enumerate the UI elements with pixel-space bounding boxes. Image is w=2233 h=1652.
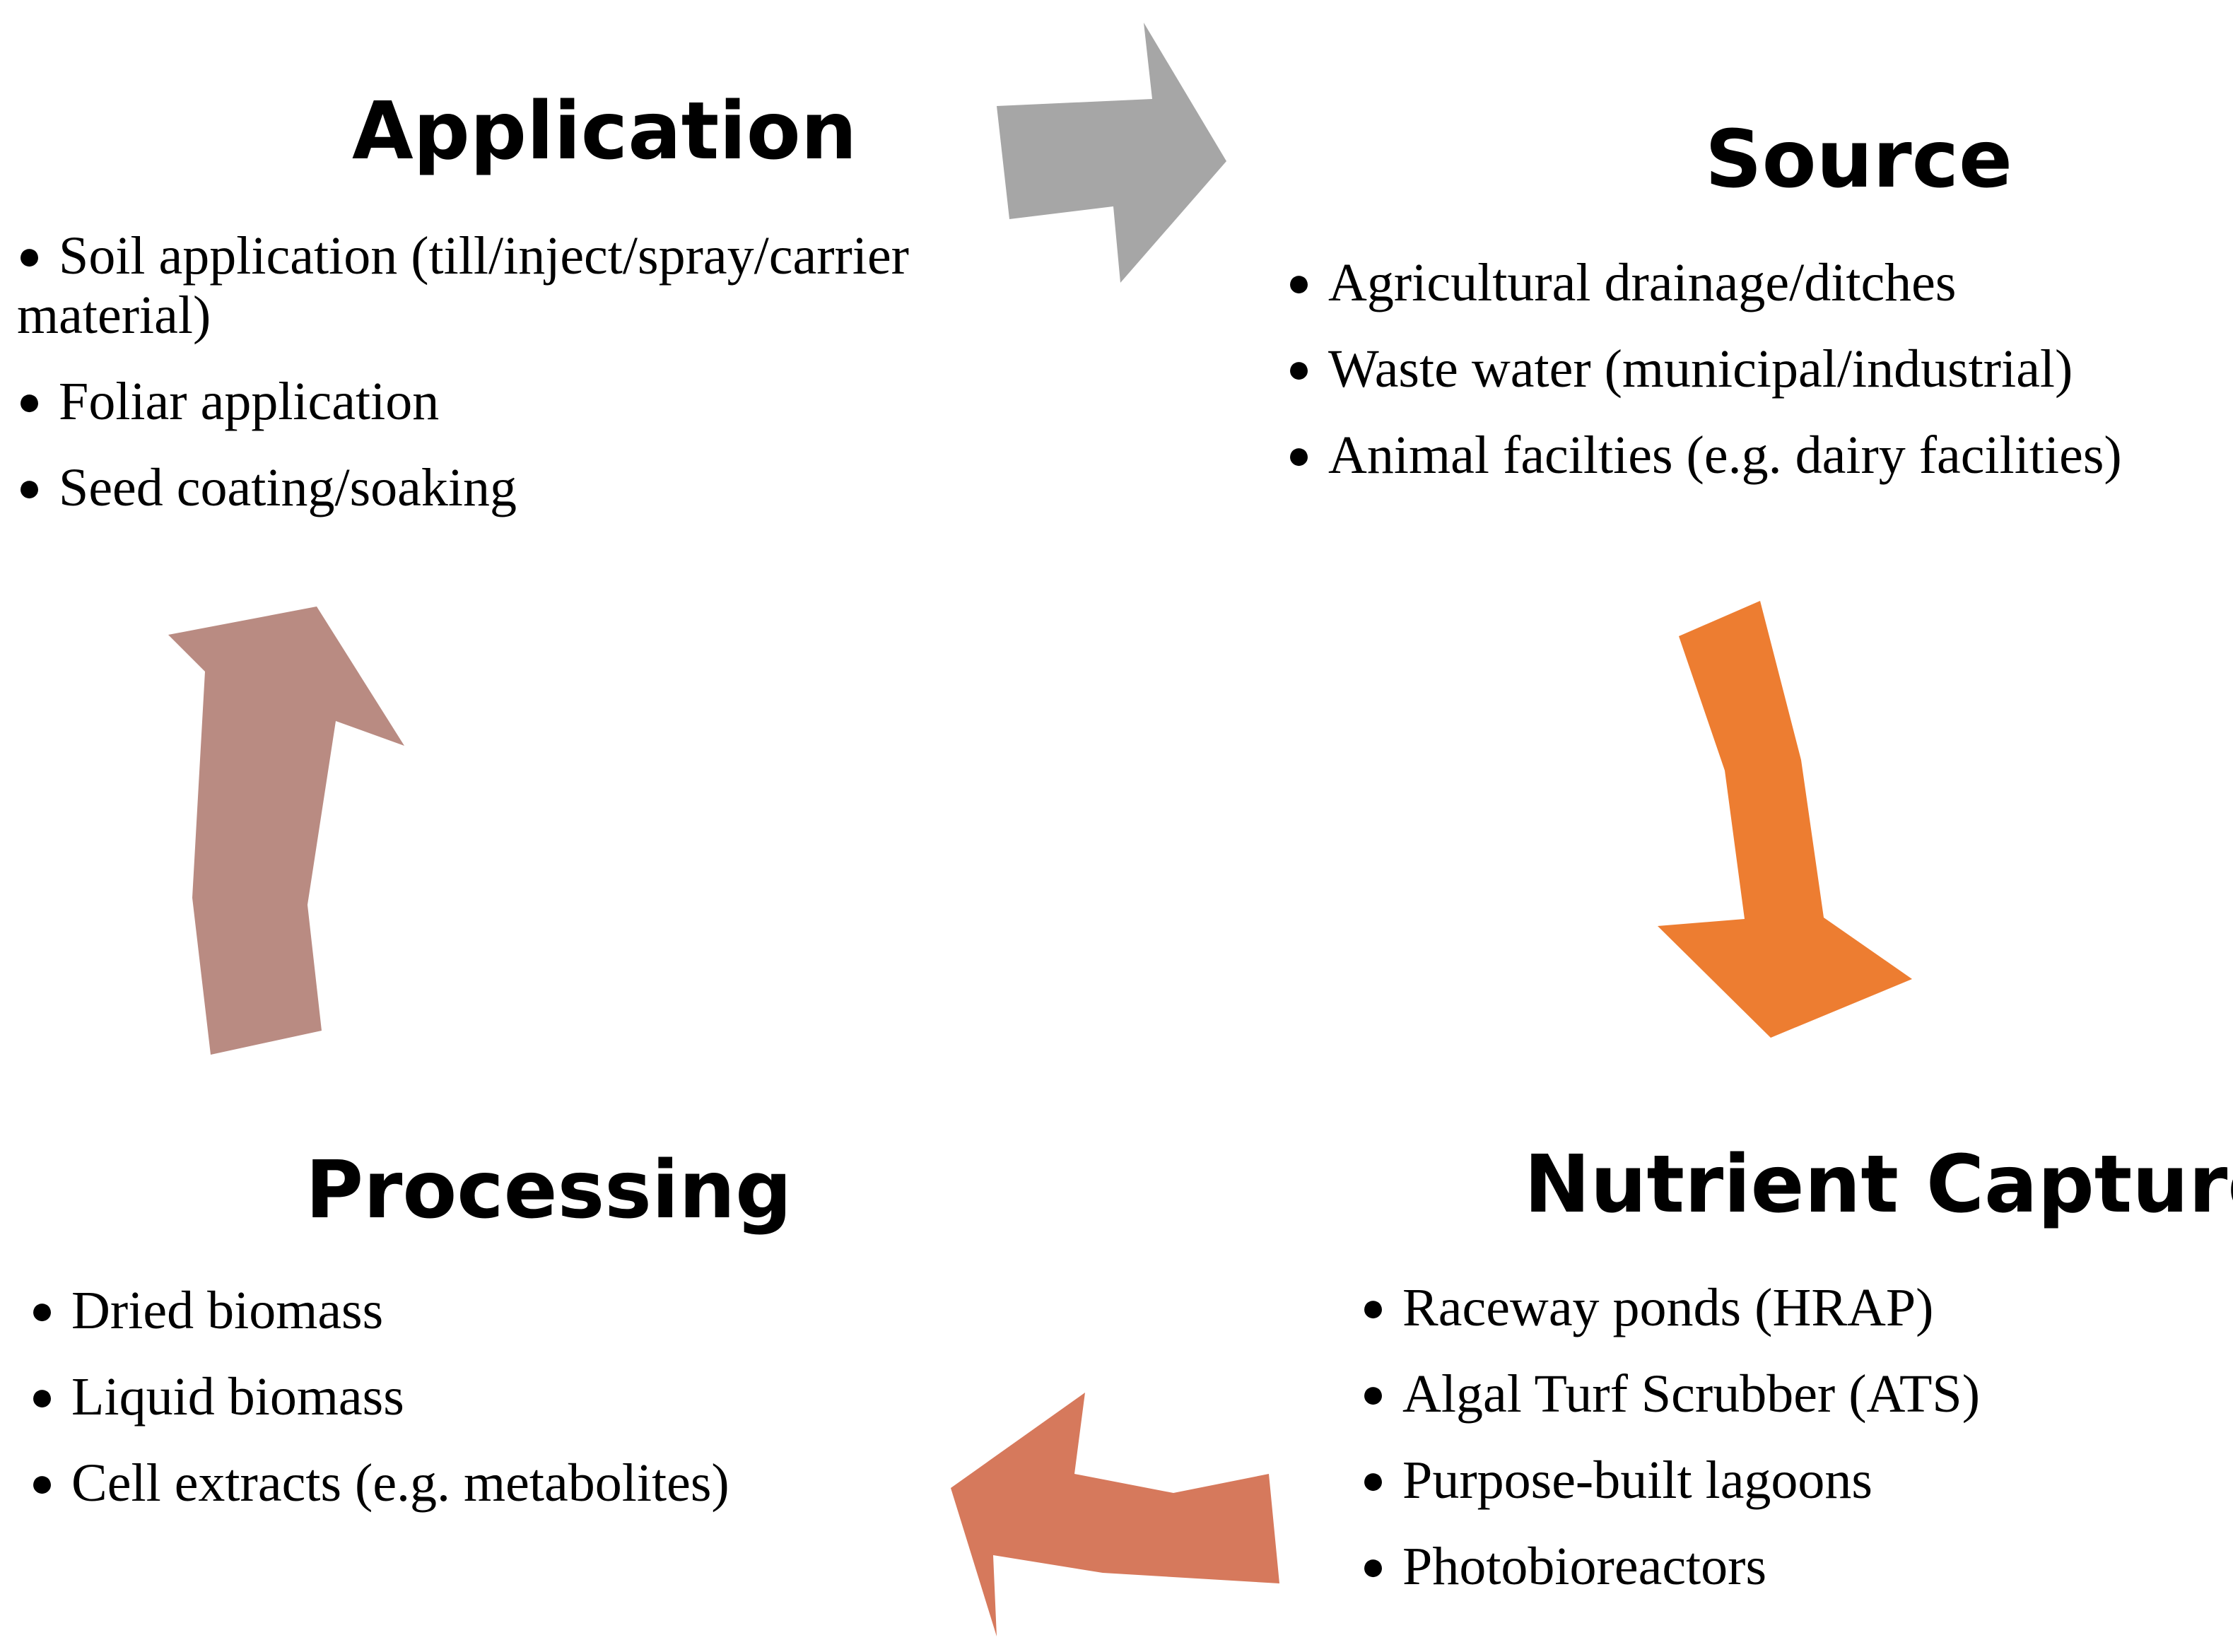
- nutrient-capture-title: Nutrient Capture: [1524, 1139, 2233, 1231]
- application-list: ●Soil application (till/inject/spray/car…: [17, 226, 1028, 517]
- bullet-icon: ●: [30, 1287, 55, 1333]
- application-title: Application: [352, 86, 857, 177]
- source-list: ●Agricultural drainage/ditches ●Waste wa…: [1287, 253, 2227, 485]
- list-item: ●Agricultural drainage/ditches: [1287, 253, 1957, 312]
- bullet-icon: ●: [1287, 346, 1312, 392]
- bullet-icon: ●: [17, 378, 42, 424]
- bullet-icon: ●: [30, 1460, 55, 1506]
- bullet-icon: ●: [1361, 1543, 1386, 1589]
- list-item: ●Liquid biomass: [30, 1367, 404, 1427]
- source-title: Source: [1705, 114, 2012, 206]
- list-item: ●Soil application (till/inject/spray/car…: [17, 226, 909, 345]
- list-item: ●Seed coating/soaking: [17, 458, 517, 517]
- bullet-icon: ●: [1361, 1371, 1386, 1417]
- list-item: ●Waste water (municipal/industrial): [1287, 339, 2073, 399]
- bullet-icon: ●: [17, 464, 42, 510]
- processing-list: ●Dried biomass ●Liquid biomass ●Cell ext…: [30, 1281, 913, 1513]
- arrow-source-to-nutrient-capture: [1658, 601, 1912, 1038]
- nutrient-capture-list: ●Raceway ponds (HRAP) ●Algal Turf Scrubb…: [1361, 1278, 2209, 1596]
- list-item: ●Algal Turf Scrubber (ATS): [1361, 1364, 1981, 1424]
- list-item: ●Cell extracts (e.g. metabolites): [30, 1453, 729, 1513]
- arrow-application-to-source: [997, 23, 1226, 283]
- bullet-icon: ●: [1287, 432, 1312, 478]
- processing-title: Processing: [305, 1144, 792, 1236]
- bullet-icon: ●: [1361, 1284, 1386, 1330]
- list-item: ●Purpose-built lagoons: [1361, 1451, 1873, 1510]
- list-item: ●Dried biomass: [30, 1281, 384, 1340]
- list-item: ●Foliar application: [17, 372, 440, 431]
- arrow-nutrient-capture-to-processing: [951, 1393, 1279, 1636]
- list-item: ●Animal facilties (e.g. dairy facilities…: [1287, 426, 2122, 485]
- arrow-processing-to-application: [168, 607, 404, 1055]
- bullet-icon: ●: [1287, 259, 1312, 305]
- bullet-icon: ●: [30, 1373, 55, 1419]
- list-item: ●Photobioreactors: [1361, 1537, 1767, 1596]
- bullet-icon: ●: [1361, 1457, 1386, 1503]
- list-item: ●Raceway ponds (HRAP): [1361, 1278, 1934, 1337]
- bullet-icon: ●: [17, 233, 42, 279]
